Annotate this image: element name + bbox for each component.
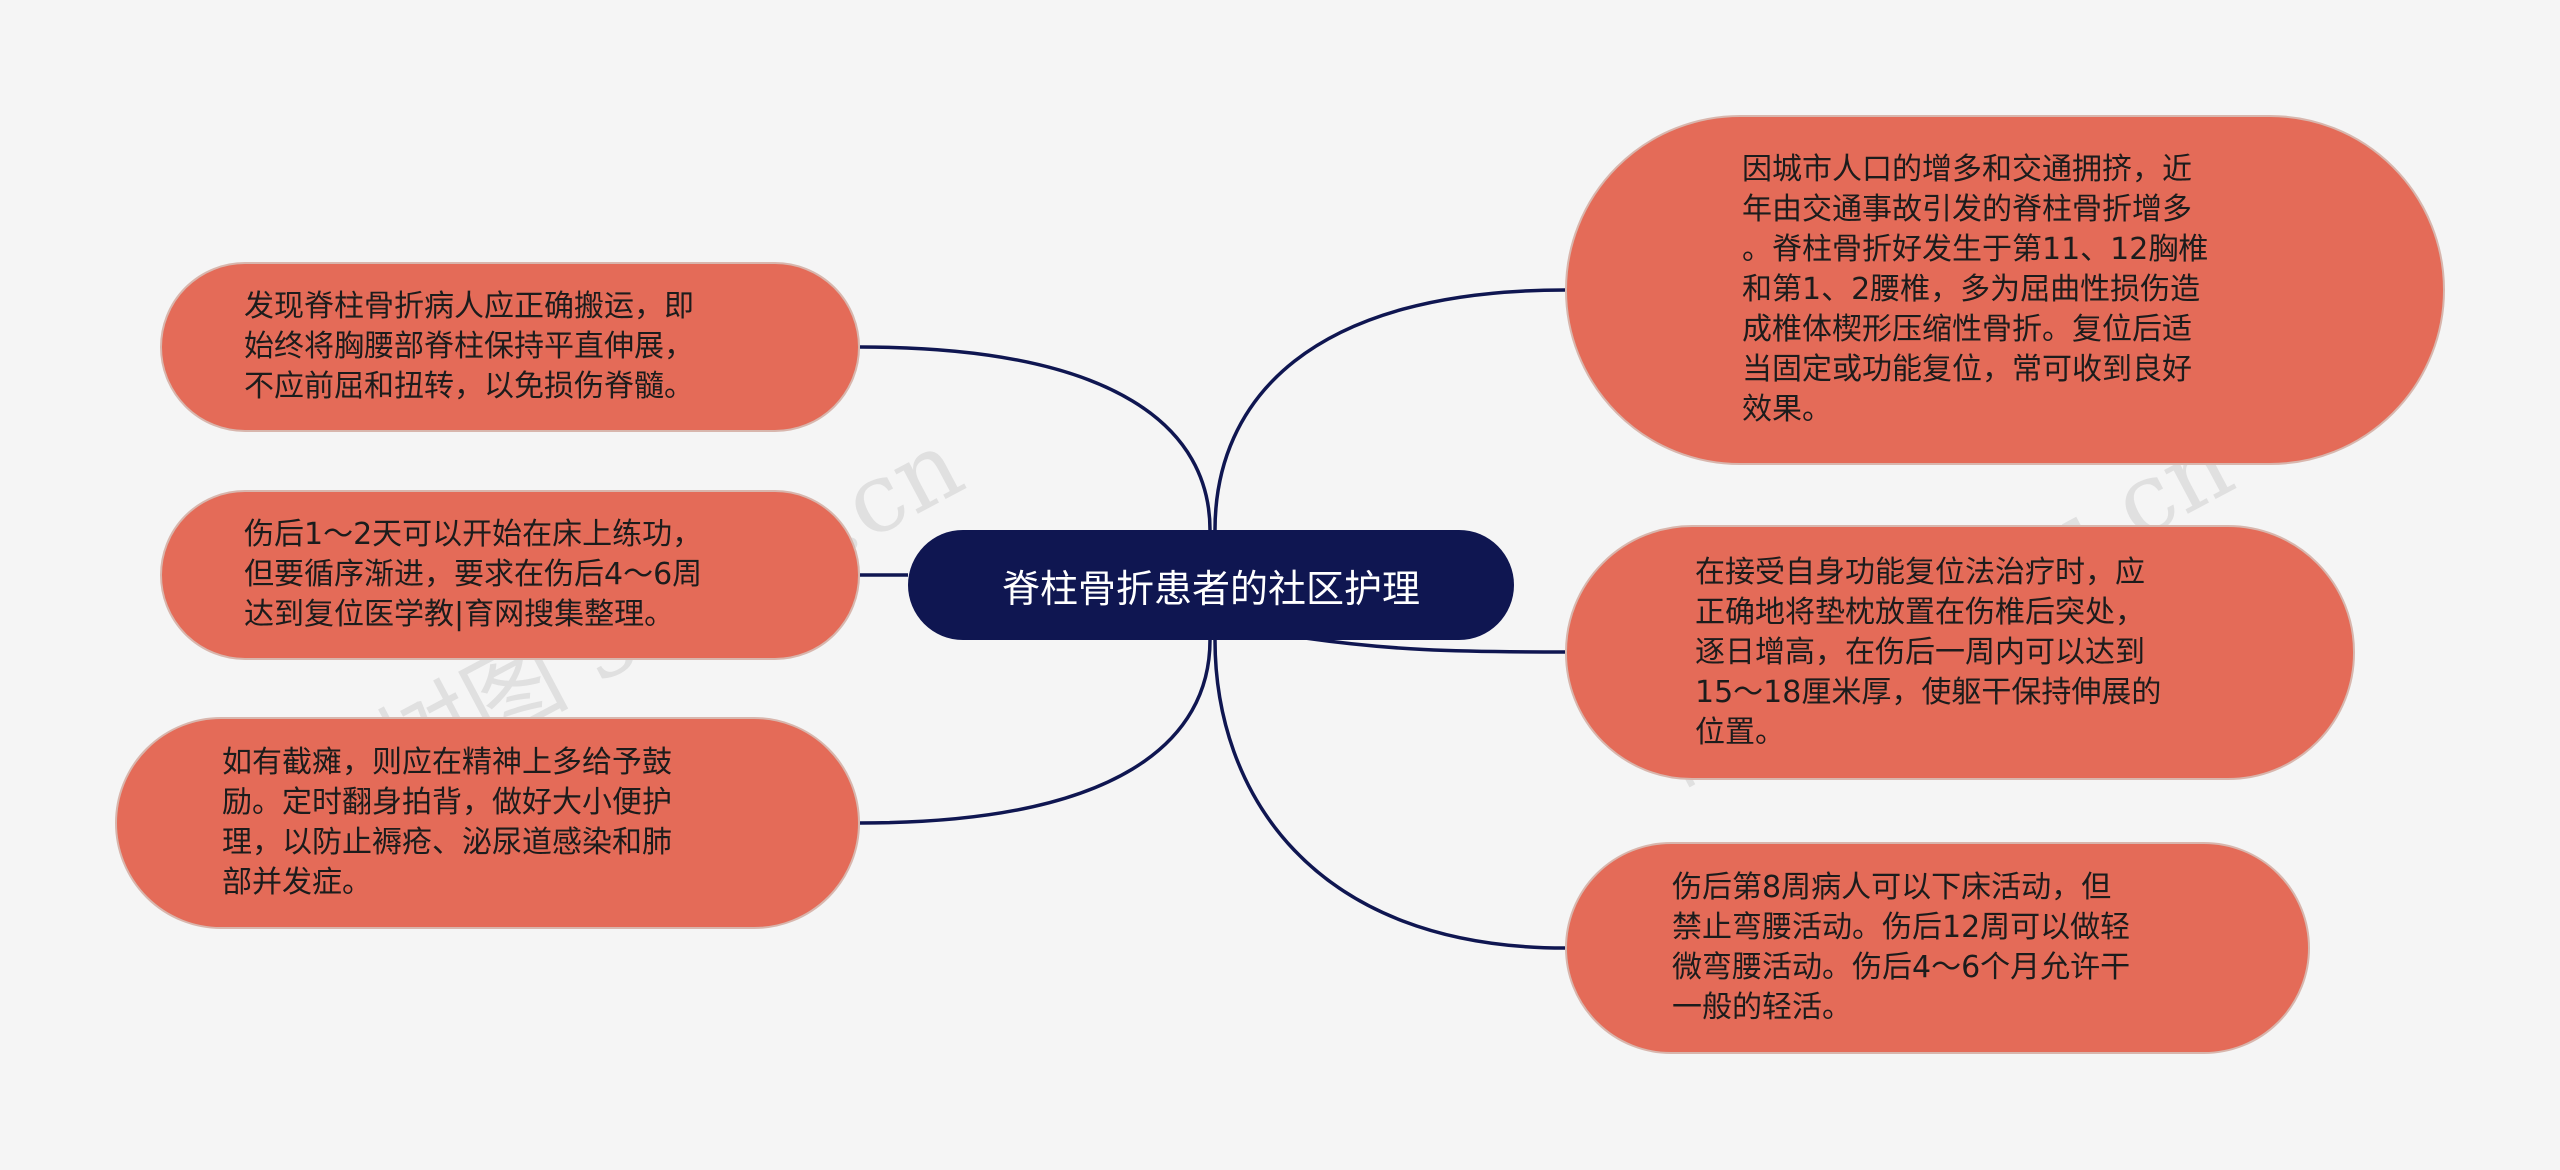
branch-node-right-3[interactable]: 伤后第8周病人可以下床活动，但 禁止弯腰活动。伤后12周可以做轻 微弯腰活动。伤… [1565,842,2310,1054]
branch-text-left-1: 发现脊柱骨折病人应正确搬运，即 始终将胸腰部脊柱保持平直伸展， 不应前屈和扭转，… [244,289,694,404]
connector-right-3 [1213,639,1566,950]
root-topic-label: 脊柱骨折患者的社区护理 [1001,566,1420,611]
branch-node-left-2[interactable]: 伤后1～2天可以开始在床上练功， 但要循序渐进，要求在伤后4～6周 达到复位医学… [160,490,860,660]
branch-node-right-1[interactable]: 因城市人口的增多和交通拥挤，近 年由交通事故引发的脊柱骨折增多 。脊柱骨折好发生… [1565,115,2445,465]
connector-left-3 [859,639,1212,825]
root-topic[interactable]: 脊柱骨折患者的社区护理 [908,530,1514,640]
branch-node-left-1[interactable]: 发现脊柱骨折病人应正确搬运，即 始终将胸腰部脊柱保持平直伸展， 不应前屈和扭转，… [160,262,860,432]
branch-text-left-2: 伤后1～2天可以开始在床上练功， 但要循序渐进，要求在伤后4～6周 达到复位医学… [244,517,703,632]
branch-text-right-1: 因城市人口的增多和交通拥挤，近 年由交通事故引发的脊柱骨折增多 。脊柱骨折好发生… [1742,152,2209,427]
connector-left-1 [859,345,1212,531]
branch-node-right-2[interactable]: 在接受自身功能复位法治疗时，应 正确地将垫枕放置在伤椎后突处， 逐日增高，在伤后… [1565,525,2355,780]
branch-node-left-3[interactable]: 如有截瘫，则应在精神上多给予鼓 励。定时翻身拍背，做好大小便护 理，以防止褥疮、… [115,717,860,929]
connector-right-1 [1213,288,1566,531]
branch-text-right-2: 在接受自身功能复位法治疗时，应 正确地将垫枕放置在伤椎后突处， 逐日增高，在伤后… [1695,554,2162,750]
connector-right-2 [1304,636,1566,654]
branch-text-right-3: 伤后第8周病人可以下床活动，但 禁止弯腰活动。伤后12周可以做轻 微弯腰活动。伤… [1672,870,2131,1025]
branch-text-left-3: 如有截瘫，则应在精神上多给予鼓 励。定时翻身拍背，做好大小便护 理，以防止褥疮、… [222,745,672,900]
